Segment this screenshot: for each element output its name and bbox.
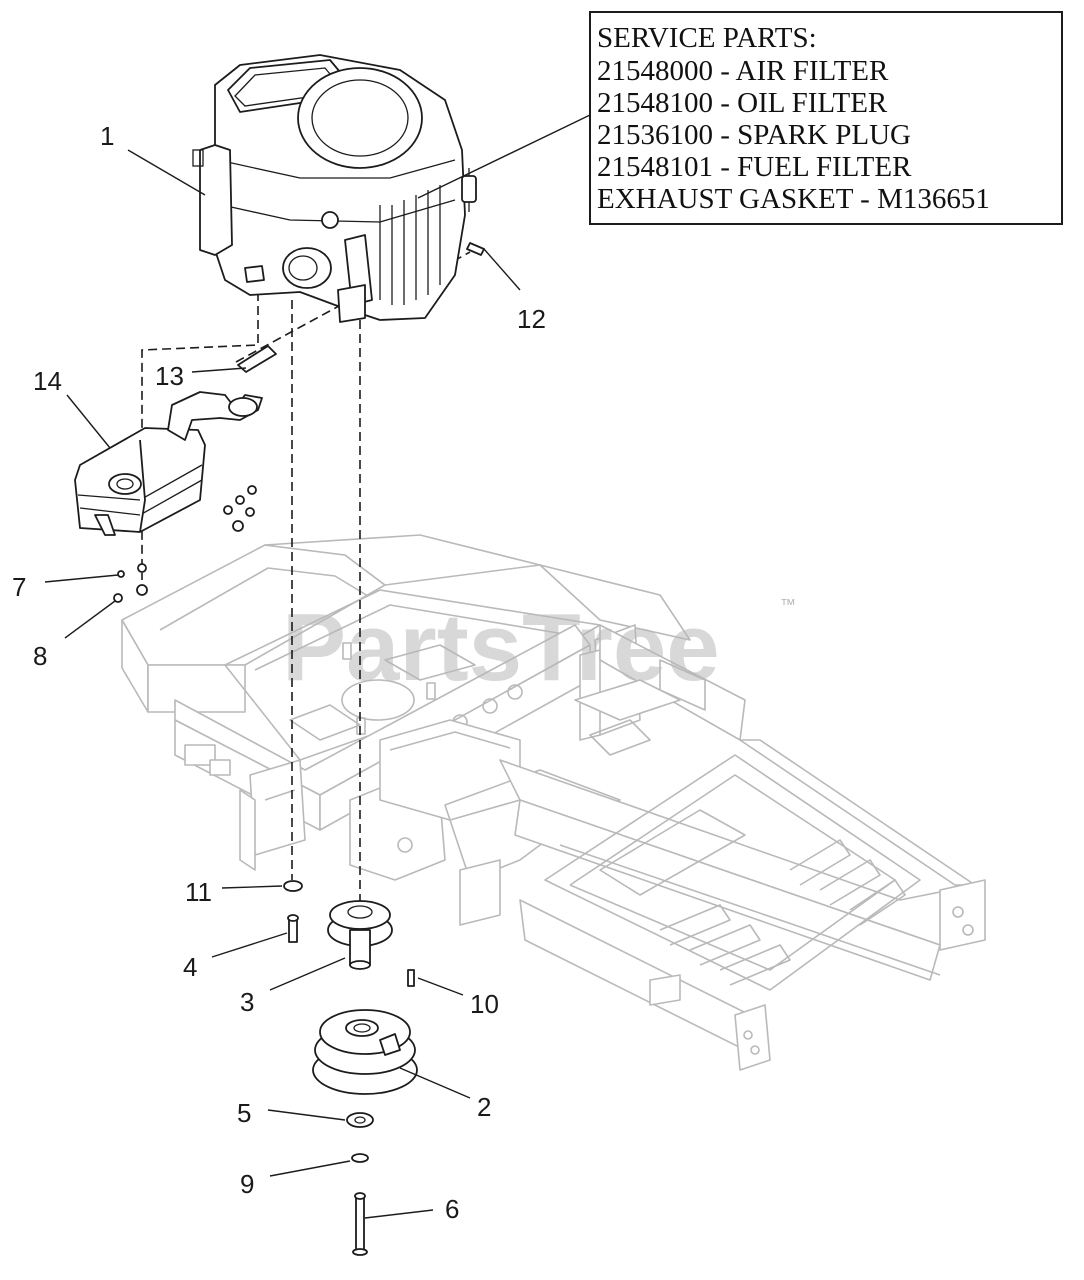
watermark-trademark: ™: [780, 597, 796, 614]
callout-12: 12: [517, 304, 546, 334]
callout-8: 8: [33, 641, 47, 671]
callout-9: 9: [240, 1169, 254, 1199]
watermark: PartsTree ™: [282, 594, 796, 701]
service-parts-title: SERVICE PARTS:: [597, 22, 817, 54]
callout-labels: 1 12 13 14 7 8 11 4 3 10 2 5 9 6: [12, 121, 546, 1224]
callout-4: 4: [183, 952, 197, 982]
engine: [192, 54, 485, 323]
service-part-oil-filter: 21548100 - OIL FILTER: [597, 87, 888, 119]
service-part-spark-plug: 21536100 - SPARK PLUG: [597, 119, 911, 151]
callout-5: 5: [237, 1098, 251, 1128]
callout-14: 14: [33, 366, 62, 396]
service-part-fuel-filter: 21548101 - FUEL FILTER: [597, 151, 912, 183]
callout-13: 13: [155, 361, 184, 391]
drive-components: [283, 880, 418, 1256]
callout-11: 11: [185, 877, 212, 907]
callout-6: 6: [445, 1194, 459, 1224]
service-part-air-filter: 21548000 - AIR FILTER: [597, 55, 889, 87]
muffler: [74, 391, 263, 536]
callout-2: 2: [477, 1092, 491, 1122]
callout-10: 10: [470, 989, 499, 1019]
watermark-text: PartsTree: [282, 594, 720, 701]
callout-1: 1: [100, 121, 114, 151]
part-13-fitting: [237, 345, 277, 373]
leader-lines: [44, 114, 591, 1219]
callout-3: 3: [240, 987, 254, 1017]
service-parts-box: SERVICE PARTS: 21548000 - AIR FILTER 215…: [589, 11, 1063, 225]
service-part-exhaust-gasket: EXHAUST GASKET - M136651: [597, 183, 990, 215]
hardware-nuts: [113, 485, 257, 603]
callout-7: 7: [12, 572, 26, 602]
mower-frame: [121, 534, 986, 1071]
